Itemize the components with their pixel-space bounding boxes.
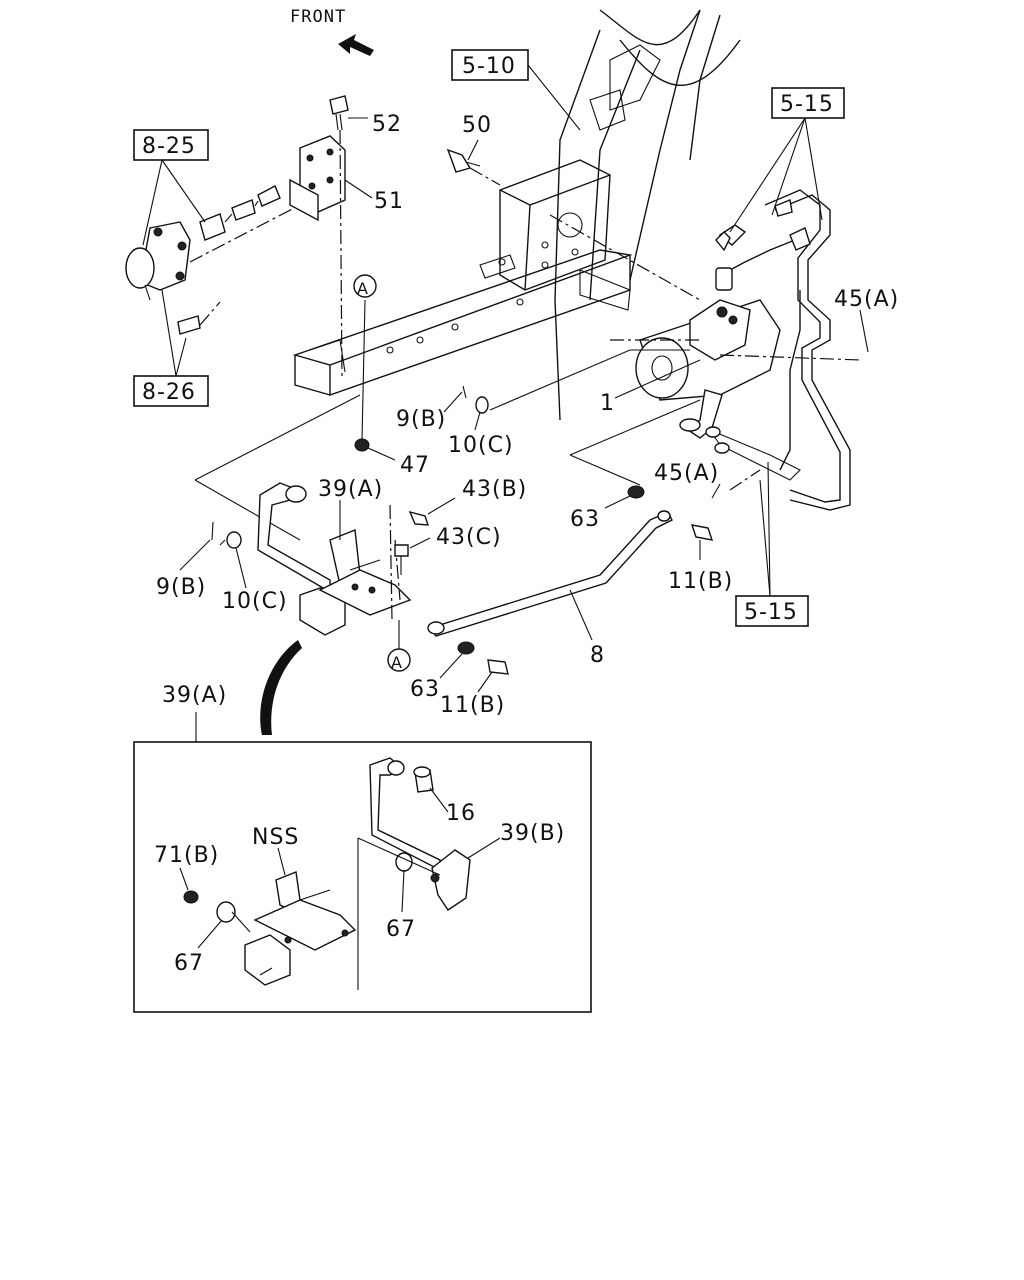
callout-16: 16 — [446, 801, 476, 826]
circle-a-bottom-label: A — [391, 653, 403, 672]
circle-a-top: A — [353, 274, 377, 298]
callout-50: 50 — [462, 113, 492, 138]
small-parts-top — [354, 299, 489, 452]
front-indicator: FRONT — [290, 7, 374, 56]
callout-10c-top: 10(C) — [448, 433, 514, 458]
detail-pointer — [260, 640, 302, 735]
callout-63-mid: 63 — [410, 677, 440, 702]
ref-box-5-15-bottom: 5-15 — [735, 461, 809, 627]
callout-nss: NSS — [252, 825, 299, 850]
callout-47: 47 — [400, 453, 430, 478]
callout-1: 1 — [600, 391, 615, 416]
callout-11b-right: 11(B) — [668, 569, 733, 594]
callout-71b: 71(B) — [154, 843, 219, 868]
callout-52: 52 — [372, 112, 402, 137]
lever-assembly — [194, 394, 429, 636]
bracket-51 — [289, 95, 349, 381]
circle-a-top-label: A — [357, 279, 369, 298]
detail-box — [133, 712, 592, 1013]
callout-9b-left: 9(B) — [156, 575, 206, 600]
callout-10c-left: 10(C) — [222, 589, 288, 614]
callout-39b: 39(B) — [500, 821, 565, 846]
ref-box-8-26: 8-26 — [133, 289, 209, 407]
pressure-switch-group — [125, 185, 301, 335]
callout-39a: 39(A) — [318, 477, 383, 502]
ref-8-25-label: 8-25 — [142, 134, 196, 159]
ref-box-5-15-top: 5-15 — [729, 87, 845, 233]
ref-5-10-label: 5-10 — [462, 54, 516, 79]
callout-9b-top: 9(B) — [396, 407, 446, 432]
leader-lines — [179, 117, 869, 949]
callout-8: 8 — [590, 643, 605, 668]
frame-structure — [292, 9, 741, 421]
ref-box-5-10: 5-10 — [451, 49, 581, 131]
ref-8-26-label: 8-26 — [142, 380, 196, 405]
callout-43c: 43(C) — [436, 525, 502, 550]
callout-45a-top: 45(A) — [834, 287, 899, 312]
rod-8 — [427, 485, 714, 675]
callout-67-right: 67 — [386, 917, 416, 942]
alignment-lines — [489, 214, 861, 491]
ref-5-15-bottom-label: 5-15 — [744, 600, 798, 625]
front-arrow-icon — [338, 34, 374, 56]
bolt-50 — [446, 148, 501, 186]
callout-63-right: 63 — [570, 507, 600, 532]
air-lines — [705, 189, 851, 511]
callout-45a-mid: 45(A) — [654, 461, 719, 486]
detail-title: 39(A) — [162, 683, 227, 708]
callout-labels: 52 51 50 45(A) 1 9(B) 10(C) 47 39(A) 43(… — [156, 112, 899, 718]
ref-box-8-25: 8-25 — [133, 129, 209, 246]
exhaust-brake-valve — [635, 299, 781, 439]
detail-labels: 39(A) 16 39(B) 71(B) NSS 67 67 — [154, 683, 565, 976]
front-label: FRONT — [290, 7, 346, 27]
callout-67-left: 67 — [174, 951, 204, 976]
circle-a-bottom: A — [387, 620, 411, 672]
callout-43b: 43(B) — [462, 477, 527, 502]
ref-5-15-top-label: 5-15 — [780, 92, 834, 117]
callout-51: 51 — [374, 189, 404, 214]
callout-11b-mid: 11(B) — [440, 693, 505, 718]
